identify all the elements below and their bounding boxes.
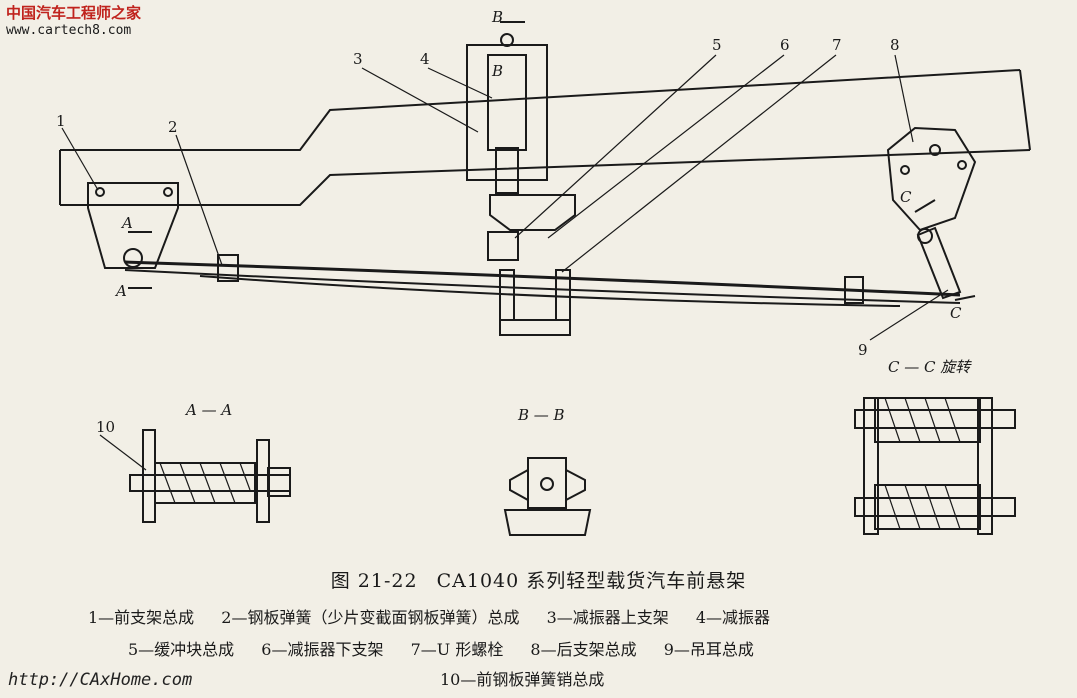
section-label-aa: A — A bbox=[184, 401, 232, 419]
figure-number: 图 21-22 bbox=[330, 570, 418, 592]
legend-item: 9—吊耳总成 bbox=[663, 640, 754, 659]
shackle-pin bbox=[917, 228, 933, 244]
frame-cut bbox=[1019, 69, 1031, 151]
legend-item: 4—减振器 bbox=[695, 608, 771, 627]
section-cc-view bbox=[854, 397, 1016, 535]
leader-1 bbox=[61, 127, 99, 191]
callout-6: 6 bbox=[780, 36, 790, 54]
callout-2: 2 bbox=[168, 118, 178, 136]
leader-2 bbox=[175, 134, 223, 266]
leaf-spring-mid bbox=[124, 269, 961, 304]
marker-a-bottom: A bbox=[114, 282, 127, 300]
frame-top-edge bbox=[60, 69, 1021, 151]
legend-row-2: 5—缓冲块总成 6—减振器下支架 7—U 形螺栓 8—后支架总成 9—吊耳总成 bbox=[128, 636, 776, 660]
bolt bbox=[95, 187, 105, 197]
callout-5: 5 bbox=[712, 36, 722, 54]
legend-row-1: 1—前支架总成 2—钢板弹簧（少片变截面钢板弹簧）总成 3—减振器上支架 4—减… bbox=[88, 604, 792, 628]
leaf-spring-top bbox=[124, 260, 961, 297]
shock-top-nut bbox=[500, 33, 514, 47]
spring-clip-rear bbox=[844, 276, 864, 304]
u-bolt-plate bbox=[499, 319, 571, 336]
shackle bbox=[916, 226, 962, 300]
figure-title: CA1040 系列轻型载货汽车前悬架 bbox=[436, 570, 747, 592]
legend-item: 2—钢板弹簧（少片变截面钢板弹簧）总成 bbox=[221, 608, 520, 627]
marker-a-top: A bbox=[120, 214, 133, 232]
bolt bbox=[929, 144, 941, 156]
leader-3 bbox=[361, 67, 479, 133]
bolt bbox=[900, 165, 910, 175]
leader-7 bbox=[561, 54, 837, 273]
leader-10 bbox=[99, 434, 147, 471]
legend-item: 3—减振器上支架 bbox=[546, 608, 669, 627]
watermark-cn: 中国汽车工程师之家 bbox=[6, 4, 142, 22]
bump-stop bbox=[487, 231, 519, 261]
watermark-url: www.cartech8.com bbox=[6, 22, 132, 38]
leader-5 bbox=[514, 54, 717, 239]
shock-lower-bracket bbox=[489, 194, 576, 231]
leader-4 bbox=[427, 67, 493, 99]
section-bb-view bbox=[503, 457, 592, 536]
shock-absorber-body bbox=[487, 54, 527, 151]
watermark-bottom-url: http://CAxHome.com bbox=[8, 670, 193, 690]
bolt bbox=[957, 160, 967, 170]
legend-item: 8—后支架总成 bbox=[530, 640, 637, 659]
spring-clip bbox=[217, 254, 239, 282]
front-bracket bbox=[87, 182, 179, 269]
shock-upper-bracket bbox=[466, 44, 548, 181]
marker-c-bottom: C bbox=[950, 304, 962, 322]
leader-8 bbox=[894, 54, 914, 143]
shock-rod bbox=[495, 147, 519, 194]
bolt bbox=[163, 187, 173, 197]
section-arrow-c-top bbox=[914, 199, 936, 213]
leaf-spring-bottom bbox=[199, 275, 901, 307]
callout-10: 10 bbox=[96, 418, 115, 436]
callout-7: 7 bbox=[832, 36, 842, 54]
marker-b-top: B bbox=[491, 8, 503, 26]
figure-caption: 图 21-22 CA1040 系列轻型载货汽车前悬架 bbox=[0, 566, 1077, 593]
section-label-bb: B — B bbox=[517, 406, 565, 424]
legend-item: 10—前钢板弹簧销总成 bbox=[440, 670, 605, 689]
legend-item: 7—U 形螺栓 bbox=[410, 640, 504, 659]
leader-9 bbox=[869, 289, 949, 341]
callout-4: 4 bbox=[420, 50, 430, 68]
legend-item: 1—前支架总成 bbox=[88, 608, 195, 627]
legend-row-3: 10—前钢板弹簧销总成 bbox=[440, 666, 626, 690]
section-aa-view bbox=[129, 429, 291, 523]
section-label-cc: C — C 旋转 bbox=[888, 358, 972, 376]
legend-item: 5—缓冲块总成 bbox=[128, 640, 235, 659]
leader-6 bbox=[547, 54, 785, 239]
rear-bracket bbox=[886, 126, 977, 232]
front-eye bbox=[123, 248, 143, 268]
callout-9: 9 bbox=[858, 341, 868, 359]
callout-1: 1 bbox=[56, 112, 66, 130]
legend-item: 6—减振器下支架 bbox=[261, 640, 384, 659]
callout-8: 8 bbox=[890, 36, 900, 54]
section-arrow-c-bottom bbox=[954, 295, 976, 301]
watermark-top: 中国汽车工程师之家 www.cartech8.com bbox=[6, 4, 141, 39]
marker-c-top: C bbox=[900, 188, 912, 206]
callout-3: 3 bbox=[353, 50, 363, 68]
marker-b-mid: B bbox=[491, 62, 503, 80]
frame-bottom-edge bbox=[60, 149, 1031, 206]
